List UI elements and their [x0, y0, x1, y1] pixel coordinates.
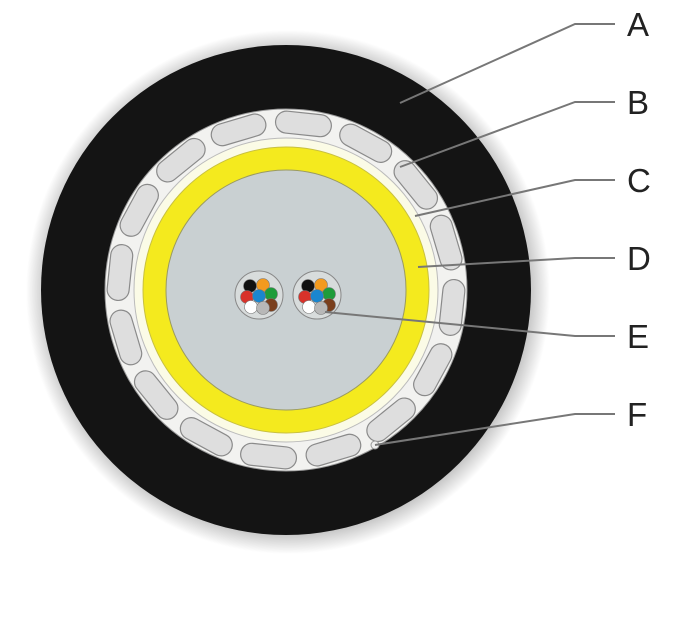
fiber	[314, 301, 328, 315]
strength-member	[240, 442, 298, 470]
leader-line	[399, 101, 615, 168]
callout-label: D	[627, 240, 651, 277]
leader-line	[414, 179, 615, 217]
fiber-bundle	[292, 270, 342, 320]
strength-member	[109, 309, 143, 366]
fiber	[256, 301, 270, 315]
callout-label: F	[627, 396, 647, 433]
callout-label: A	[627, 6, 649, 43]
strength-member	[438, 278, 466, 336]
fiber	[244, 300, 258, 314]
strength-members	[106, 110, 466, 470]
callout-label: C	[627, 162, 651, 199]
strength-member	[339, 123, 393, 163]
strength-member	[305, 433, 362, 467]
leader-line	[324, 311, 615, 337]
fiber-bundle	[234, 270, 284, 320]
strength-member	[119, 183, 159, 237]
strength-member	[393, 160, 439, 210]
strength-member	[133, 370, 179, 420]
fiber	[302, 300, 316, 314]
callout-labels: A B C D E F	[627, 6, 651, 433]
strength-member	[210, 113, 267, 147]
leader-line	[417, 257, 615, 268]
leader-line	[399, 23, 615, 104]
strength-member	[156, 137, 206, 183]
strength-member	[179, 417, 233, 457]
core-tube	[165, 169, 407, 411]
fiber	[310, 289, 324, 303]
leader-lines	[324, 23, 615, 446]
strength-member	[106, 244, 134, 302]
fiber-bundles-E	[234, 270, 342, 320]
strength-member	[274, 110, 332, 138]
callout-label: E	[627, 318, 649, 355]
leader-line	[374, 413, 615, 446]
strength-member	[413, 343, 453, 397]
callout-label: B	[627, 84, 649, 121]
fiber	[252, 289, 266, 303]
strength-member	[429, 214, 463, 271]
strength-member	[366, 397, 416, 443]
